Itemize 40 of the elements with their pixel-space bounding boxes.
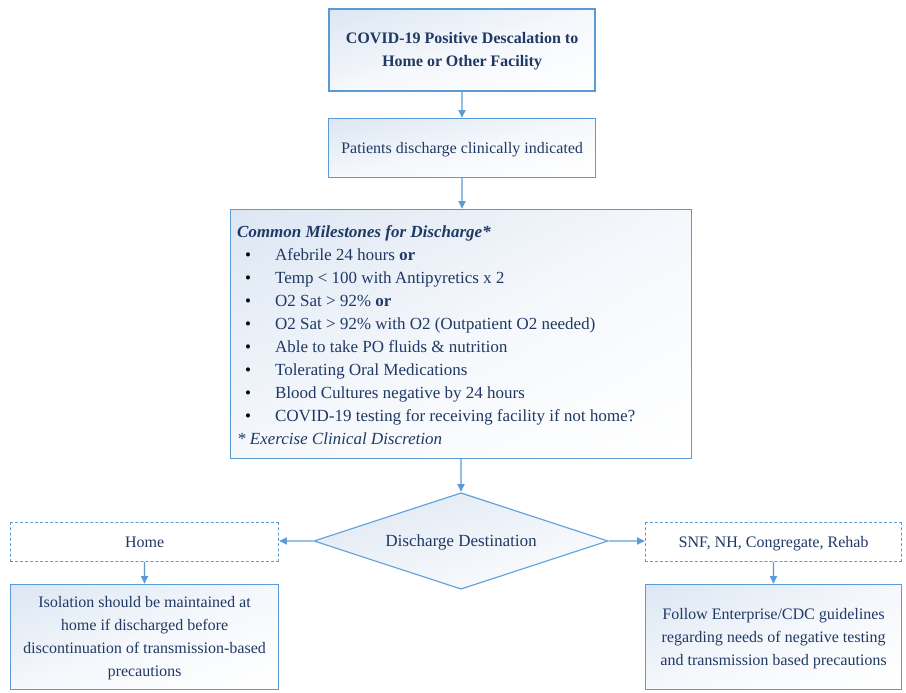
box-text: COVID-19 Positive Descalation to Home or Other Facility bbox=[344, 29, 580, 72]
bullet-item: Tolerating Oral Medications bbox=[275, 359, 468, 381]
box-text: SNF, NH, Congregate, Rehab bbox=[678, 532, 868, 552]
bullet: • bbox=[244, 382, 252, 404]
process-box bbox=[10, 584, 279, 690]
bullet: • bbox=[244, 244, 252, 266]
bullet: • bbox=[244, 336, 252, 358]
bullet-item: Afebrile 24 hours or bbox=[275, 244, 416, 266]
dashed-box bbox=[645, 522, 902, 562]
bullet: • bbox=[244, 405, 252, 427]
arrow bbox=[458, 92, 466, 118]
bullet-item: Temp < 100 with Antipyretics x 2 bbox=[275, 267, 504, 289]
box-heading: Common Milestones for Discharge* bbox=[237, 221, 491, 243]
arrow bbox=[279, 537, 313, 545]
box-text: Follow Enterprise/CDC guidelines regarding needs of negative testing and transmission based precautions bbox=[659, 604, 888, 670]
bullet: • bbox=[244, 267, 252, 289]
arrow bbox=[457, 459, 465, 492]
decision-label: Discharge Destination bbox=[385, 530, 537, 552]
process-box bbox=[328, 118, 596, 178]
bullet-item: Blood Cultures negative by 24 hours bbox=[275, 382, 525, 404]
bullet-item: O2 Sat > 92% with O2 (Outpatient O2 needed) bbox=[275, 313, 596, 335]
bullet: • bbox=[244, 313, 252, 335]
bullet-item: O2 Sat > 92% or bbox=[275, 290, 392, 312]
milestone-box bbox=[230, 209, 692, 459]
box-text: Isolation should be maintained at home if discharged before discontinuation of transmission-based precautions bbox=[22, 593, 267, 682]
box-text: Home bbox=[124, 532, 164, 552]
bullet: • bbox=[244, 290, 252, 312]
arrow bbox=[609, 537, 645, 545]
process-box bbox=[645, 584, 902, 690]
bullet-item: COVID-19 testing for receiving facility if not home? bbox=[275, 405, 636, 427]
arrow bbox=[770, 562, 778, 584]
bullet: • bbox=[244, 359, 252, 381]
process-box bbox=[328, 8, 596, 92]
footnote: * Exercise Clinical Discretion bbox=[237, 428, 442, 450]
decision-diamond bbox=[313, 492, 609, 590]
box-text: Patients discharge clinically indicated bbox=[341, 138, 583, 158]
arrow bbox=[458, 178, 466, 209]
dashed-box bbox=[10, 522, 279, 562]
arrow bbox=[140, 562, 148, 584]
bullet-item: Able to take PO fluids & nutrition bbox=[275, 336, 508, 358]
